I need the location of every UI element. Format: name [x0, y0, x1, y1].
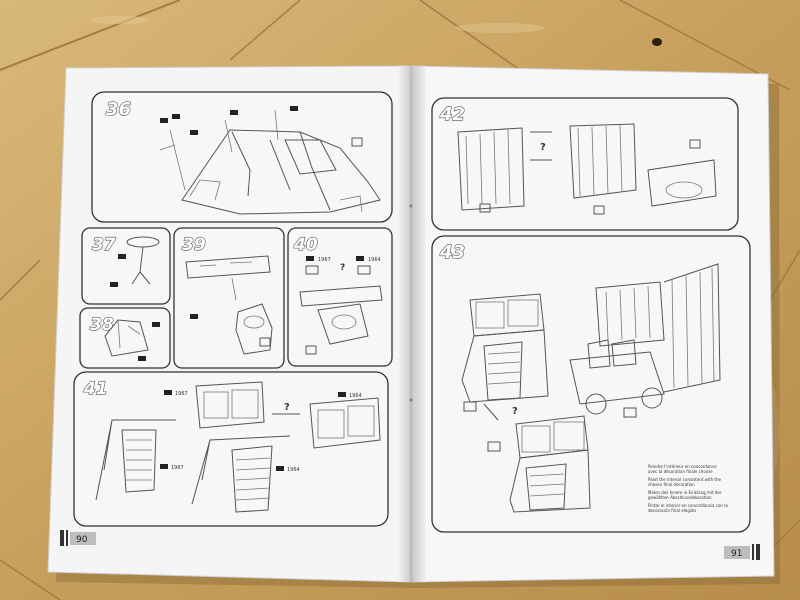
note-line-2: avec la décoration finale choisie	[648, 469, 713, 474]
right-page-number-block: 91	[724, 544, 760, 560]
step-40-panel: 40 1967 ? 1964	[287, 227, 393, 367]
step-42-number: 42	[439, 104, 465, 125]
step-40-question: ?	[340, 263, 345, 273]
step-40-number: 40	[293, 235, 318, 255]
note-line-3: Paint the interior consistent with the	[648, 477, 722, 482]
step-40-year-1967: 1967	[318, 257, 331, 263]
step-38-panel: 38	[79, 307, 171, 369]
step-38-number: 38	[90, 315, 114, 335]
note-line-8: decoración final elegida	[648, 508, 696, 513]
right-page-number: 91	[731, 549, 742, 559]
step-41-number: 41	[83, 379, 108, 399]
paint-note: Peindre l'intérieur en concordance avec …	[648, 464, 728, 513]
step-42-panel: 42 ?	[431, 97, 739, 231]
step-42-question: ?	[540, 142, 546, 153]
step-43-panel: 43 ? Peindre l'intérieur en concordance	[431, 235, 751, 533]
note-line-6: gewählten Abschlussdekoration	[648, 495, 712, 500]
step-37-panel: 37	[81, 227, 171, 305]
note-line-5: Malen des Innere in Einklang mit der	[648, 490, 722, 495]
step-43-number: 43	[439, 242, 465, 263]
step-36-panel: 36	[91, 91, 393, 223]
step-41-year-1964-top: 1964	[349, 393, 362, 399]
step-39-number: 39	[182, 235, 206, 255]
note-line-7: Pintar el interior en concordancia con l…	[648, 503, 728, 508]
step-41-year-1964-bottom: 1964	[287, 467, 300, 473]
step-41-year-1967-bottom: 1967	[171, 465, 184, 471]
step-43-question: ?	[512, 406, 518, 417]
left-page-number-block: 90	[60, 530, 96, 546]
step-41-question: ?	[284, 402, 290, 413]
note-line-4: chosen final decoration	[648, 482, 695, 487]
note-line-1: Peindre l'intérieur en concordance	[648, 464, 717, 469]
step-39-panel: 39	[173, 227, 285, 369]
step-40-year-1964: 1964	[368, 257, 381, 263]
step-37-number: 37	[92, 235, 116, 255]
step-36-number: 36	[106, 99, 131, 120]
step-41-year-1967-top: 1967	[175, 391, 188, 397]
step-41-panel: 41 1967 ? 1964 1967 1964	[73, 371, 389, 527]
left-page-number: 90	[76, 535, 88, 545]
